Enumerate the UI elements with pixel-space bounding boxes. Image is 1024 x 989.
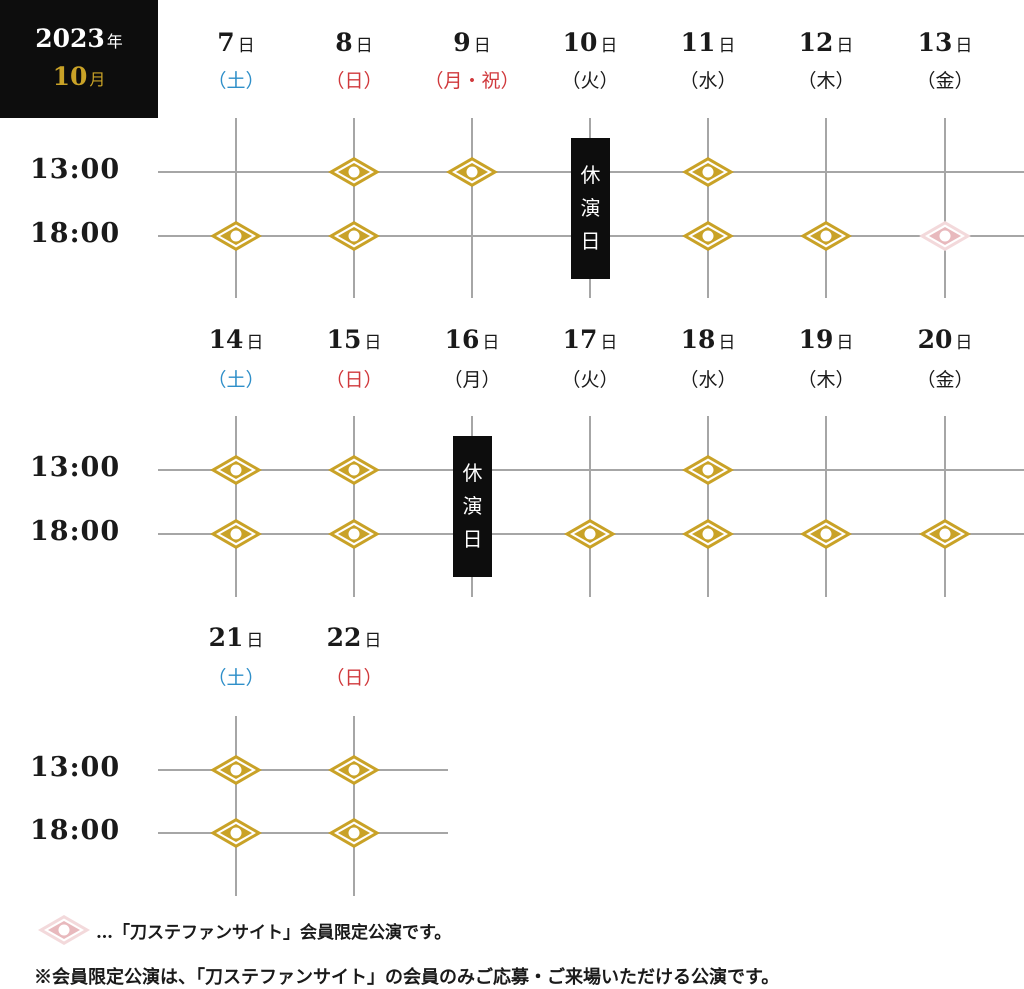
performance-marker[interactable] <box>209 454 263 486</box>
grid-column-line <box>235 118 237 298</box>
grid-column-line <box>944 416 946 597</box>
weekday-label: （水） <box>679 369 737 391</box>
performance-marker[interactable] <box>327 817 381 849</box>
performance-marker[interactable] <box>563 518 617 550</box>
performance-marker[interactable] <box>327 454 381 486</box>
weekday-label: （金） <box>916 369 974 391</box>
grid-column-line <box>825 416 827 597</box>
grid-column-line <box>825 118 827 298</box>
time-label: 13:00 <box>30 752 121 783</box>
performance-marker[interactable] <box>327 220 381 252</box>
closed-day-badge: 休演日 <box>571 138 610 279</box>
weekday-label: （土） <box>207 369 265 391</box>
performance-marker[interactable] <box>209 220 263 252</box>
grid-row-line <box>158 769 448 771</box>
performance-marker[interactable] <box>799 518 853 550</box>
performance-marker[interactable] <box>681 518 735 550</box>
grid-column-line <box>235 716 237 896</box>
time-label: 13:00 <box>30 452 121 483</box>
grid-column-line <box>353 118 355 298</box>
performance-marker[interactable] <box>209 518 263 550</box>
performance-marker[interactable] <box>327 156 381 188</box>
weekday-label: （日） <box>325 369 383 391</box>
member-note: ※会員限定公演は、「刀ステファンサイト」の会員のみご応募・ご来場いただける公演で… <box>34 967 780 988</box>
weekday-label: （木） <box>797 70 855 92</box>
performance-marker[interactable] <box>681 220 735 252</box>
performance-marker[interactable] <box>209 754 263 786</box>
weekday-label: （金） <box>916 70 974 92</box>
time-label: 13:00 <box>30 154 121 185</box>
performance-marker[interactable] <box>918 518 972 550</box>
weekday-label: （土） <box>207 70 265 92</box>
grid-column-line <box>707 416 709 597</box>
performance-marker[interactable] <box>681 454 735 486</box>
time-label: 18:00 <box>30 516 121 547</box>
weekday-label: （水） <box>679 70 737 92</box>
legend-text: …「刀ステファンサイト」会員限定公演です。 <box>96 923 452 943</box>
performance-marker[interactable] <box>681 156 735 188</box>
performance-marker[interactable] <box>327 518 381 550</box>
member-only-diamond-icon <box>38 915 90 945</box>
performance-marker[interactable] <box>327 754 381 786</box>
performance-marker[interactable] <box>445 156 499 188</box>
weekday-label: （日） <box>325 70 383 92</box>
time-label: 18:00 <box>30 218 121 249</box>
grid-column-line <box>353 716 355 896</box>
grid-row-line <box>158 832 448 834</box>
grid-row-line <box>158 469 1024 471</box>
weekday-label: （日） <box>325 667 383 689</box>
performance-marker[interactable] <box>799 220 853 252</box>
time-label: 18:00 <box>30 815 121 846</box>
member-only-performance-marker[interactable] <box>918 220 972 252</box>
weekday-label: （火） <box>561 70 619 92</box>
grid-column-line <box>353 416 355 597</box>
grid-column-line <box>589 416 591 597</box>
weekday-label: （土） <box>207 667 265 689</box>
weekday-label: （木） <box>797 369 855 391</box>
weekday-label: （月・祝） <box>424 70 520 92</box>
grid-column-line <box>944 118 946 298</box>
grid-column-line <box>235 416 237 597</box>
grid-column-line <box>471 118 473 298</box>
weekday-label: （火） <box>561 369 619 391</box>
weekday-label: （月） <box>443 369 501 391</box>
performance-marker[interactable] <box>209 817 263 849</box>
grid-column-line <box>707 118 709 298</box>
closed-day-badge: 休演日 <box>453 436 492 577</box>
